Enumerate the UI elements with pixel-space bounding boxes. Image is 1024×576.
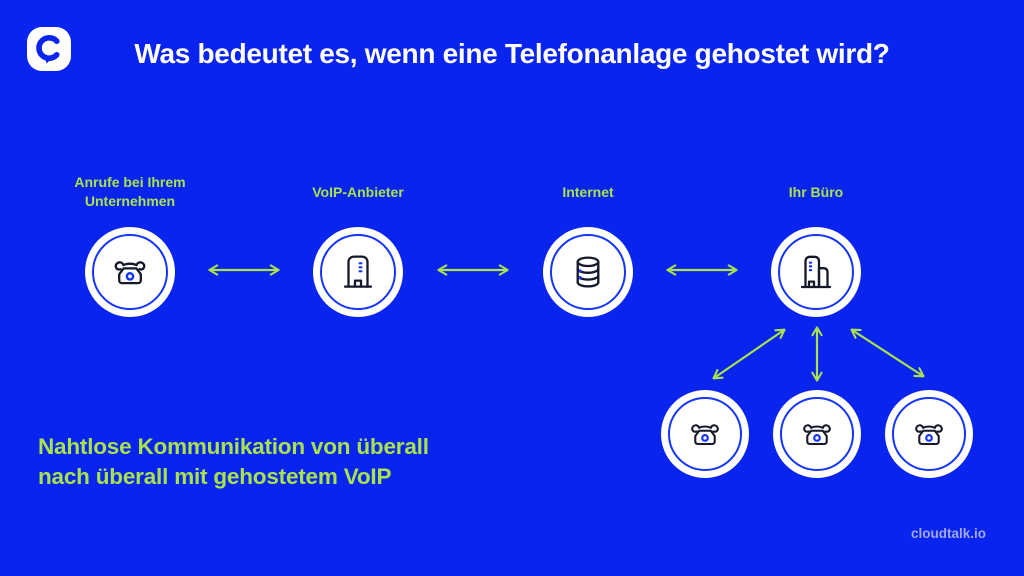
phone-icon [803,424,831,446]
tagline: Nahtlose Kommunikation von überall nach … [38,432,429,492]
arrow-calls-provider [208,264,280,276]
phone-icon [114,261,146,285]
node-calls [85,227,175,317]
endpoint-phone-2 [773,390,861,478]
endpoint-phone-1 [661,390,749,478]
node-internet [543,227,633,317]
node-label-provider: VoIP-Anbieter [312,183,404,200]
cloudtalk-logo-icon [27,27,71,71]
provider-building-icon [343,255,373,288]
node-label-calls: Anrufe bei Ihrem Unternehmen [74,174,186,209]
arrow-provider-internet [437,264,509,276]
arrow-internet-office [666,264,738,276]
cloudtalk-logo [27,27,71,71]
phone-icon [691,424,719,446]
office-building-icon [800,255,832,289]
node-label-office: Ihr Büro [788,183,844,200]
site-url: cloudtalk.io [910,526,986,541]
database-icon [576,256,600,288]
endpoint-phone-3 [885,390,973,478]
tagline-line-1: Nahtlose Kommunikation von überall [38,434,429,459]
node-label-internet: Internet [562,183,614,200]
arrow-fan-office-phones [712,326,925,382]
tagline-line-2: nach überall mit gehostetem VoIP [38,464,392,489]
node-office [771,227,861,317]
node-provider [313,227,403,317]
phone-icon [915,424,943,446]
page-title: Was bedeutet es, wenn eine Telefonanlage… [134,38,890,69]
